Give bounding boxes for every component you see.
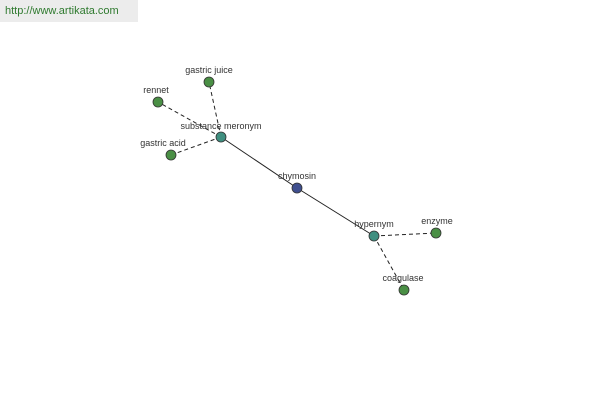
node-coagulase[interactable]	[398, 284, 410, 296]
node-enzyme[interactable]	[430, 227, 442, 239]
node-hypernym[interactable]	[368, 230, 380, 242]
graph-nodes	[152, 76, 442, 296]
label-coagulase: coagulase	[382, 273, 423, 283]
label-gastric-juice: gastric juice	[185, 65, 233, 75]
label-substance-meronym: substance meronym	[180, 121, 261, 131]
node-gastric-acid[interactable]	[165, 149, 177, 161]
label-chymosin: chymosin	[278, 171, 316, 181]
node-rennet[interactable]	[152, 96, 164, 108]
label-hypernym: hypernym	[354, 219, 394, 229]
edge-substance-meronym-rennet	[157, 101, 222, 138]
edge-substance-meronym-gastric-acid	[170, 136, 222, 156]
label-enzyme: enzyme	[421, 216, 453, 226]
edge-hypernym-enzyme	[373, 232, 437, 237]
node-gastric-juice[interactable]	[203, 76, 215, 88]
node-chymosin[interactable]	[291, 182, 303, 194]
site-url: http://www.artikata.com	[0, 0, 138, 22]
edge-chymosin-hypernym	[296, 187, 375, 237]
edge-substance-meronym-gastric-juice	[208, 81, 222, 138]
label-gastric-acid: gastric acid	[140, 138, 186, 148]
edge-hypernym-coagulase	[373, 235, 405, 291]
node-substance-meronym[interactable]	[215, 131, 227, 143]
graph-labels: chymosin substance meronym hypernym rennet g…	[140, 65, 453, 283]
graph-edges	[157, 81, 437, 291]
label-rennet: rennet	[143, 85, 169, 95]
edge-chymosin-substance-meronym	[220, 136, 298, 189]
